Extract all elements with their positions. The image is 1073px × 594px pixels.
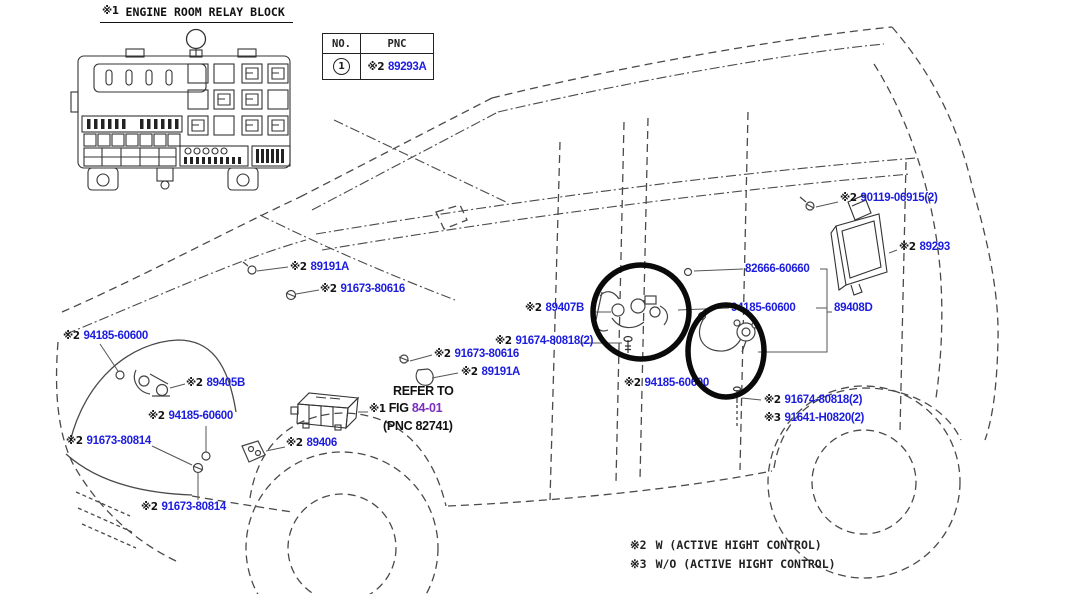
clip-glyph-a bbox=[247, 265, 257, 275]
pnc-table-col-pnc: PNC bbox=[387, 37, 407, 50]
height-sensor-rear-glyph bbox=[697, 311, 759, 353]
clip-89191a-glyph bbox=[415, 368, 434, 386]
refer-prefix: ※1 bbox=[369, 403, 386, 415]
pnc-row-prefix: ※2 bbox=[367, 60, 385, 73]
pnc-table-col-no: NO. bbox=[332, 37, 351, 50]
refer-to-note: REFER TO ※1 FIG 84-01 (PNC 82741) bbox=[369, 383, 454, 435]
vehicle-outline bbox=[55, 26, 999, 594]
part-label-94185-60600-d: 94185-60600 bbox=[731, 302, 796, 314]
clip-glyph-d bbox=[683, 267, 693, 277]
part-glyphs bbox=[115, 196, 815, 474]
relay-title-text: ENGINE ROOM RELAY BLOCK bbox=[125, 5, 285, 19]
bolt-glyph-b bbox=[732, 386, 742, 428]
refer-fig-word: FIG bbox=[388, 401, 409, 415]
front-fender-arch bbox=[65, 339, 237, 496]
bracket-89406-glyph bbox=[241, 440, 266, 463]
height-sensor-front-glyph bbox=[595, 291, 669, 332]
sensor-bracket-89405b-glyph bbox=[133, 369, 170, 397]
relay-block-title: ※1 ENGINE ROOM RELAY BLOCK bbox=[100, 5, 293, 23]
engine-room-relay-block-drawing bbox=[70, 28, 291, 191]
clip-glyph-c bbox=[201, 451, 211, 461]
bolt-glyph-a bbox=[623, 335, 633, 353]
refer-line1: REFER TO bbox=[393, 384, 454, 398]
pnc-table: NO. PNC 1 ※2 89293A bbox=[322, 33, 434, 80]
small-relay-block-drawing bbox=[290, 392, 360, 431]
relay-title-prefix: ※1 bbox=[102, 5, 119, 17]
legend-row-active-height: ※2 W (ACTIVE HIGHT CONTROL) bbox=[630, 538, 822, 552]
part-label-89408d: 89408D bbox=[834, 302, 873, 314]
legend-row-without-active-height: ※3 W/O (ACTIVE HIGHT CONTROL) bbox=[630, 557, 836, 571]
ecu-89293-drawing bbox=[830, 194, 888, 296]
refer-pnc-line: (PNC 82741) bbox=[383, 419, 453, 433]
pnc-row-callout-no: 1 bbox=[333, 58, 350, 75]
clip-glyph-b bbox=[115, 370, 125, 380]
footnote-legend: ※2 W (ACTIVE HIGHT CONTROL) ※3 W/O (ACTI… bbox=[630, 538, 836, 576]
pnc-row-part-number-link[interactable]: 89293A bbox=[388, 60, 427, 73]
part-label-82666-60660: 82666-60660 bbox=[745, 263, 810, 275]
refer-fig-link[interactable]: 84-01 bbox=[411, 401, 443, 415]
vehicle-inner-lines bbox=[65, 43, 917, 335]
